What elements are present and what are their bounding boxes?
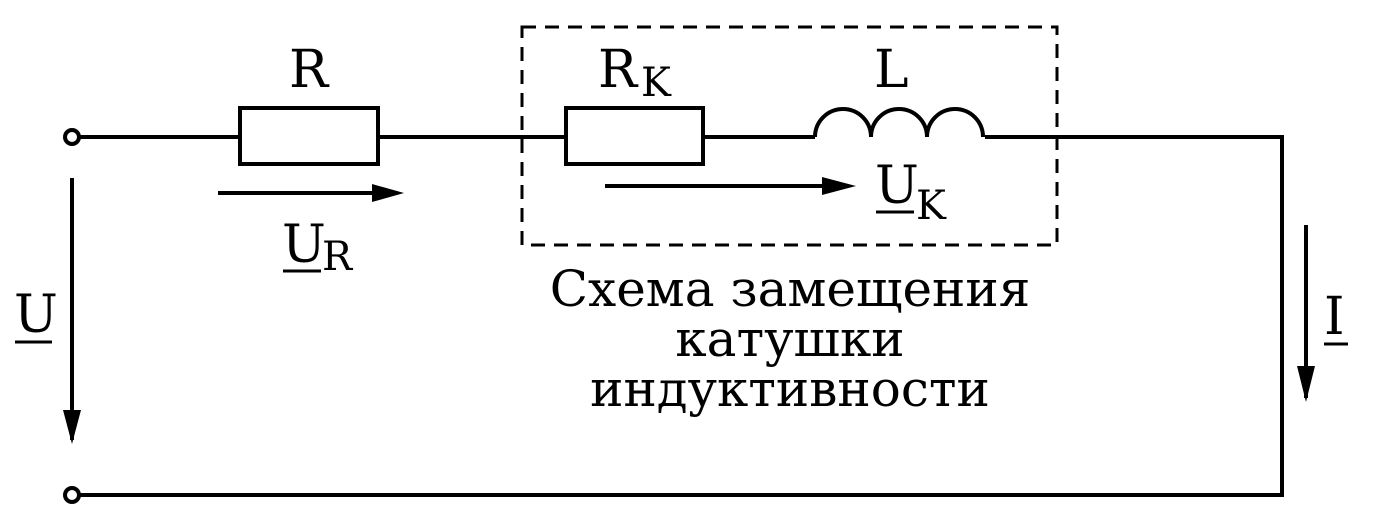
label-rk: R <box>598 40 639 100</box>
label-r: R <box>289 40 330 100</box>
resistor-rk <box>564 106 705 166</box>
label-i: I <box>1324 287 1345 347</box>
label-ur-subscript: R <box>322 234 354 280</box>
input-terminal-top <box>63 128 81 146</box>
label-u: U <box>14 285 58 345</box>
label-l: L <box>874 40 909 100</box>
label-uk-subscript: K <box>916 183 947 229</box>
caption-line-1: Схема замещения <box>550 260 1030 318</box>
i-arrow <box>1297 225 1315 402</box>
uk-arrow <box>605 177 856 195</box>
u-arrow <box>63 178 81 444</box>
label-uk: U <box>875 156 919 216</box>
label-rk-subscript: K <box>641 60 672 106</box>
caption-line-3: индуктивности <box>590 360 990 418</box>
ur-arrow <box>218 184 404 202</box>
caption-line-2: катушки <box>675 310 904 368</box>
inductor-l <box>813 107 985 138</box>
coil-equivalent-box <box>520 25 1059 247</box>
input-terminal-bottom <box>63 486 81 504</box>
right-wire <box>79 135 1284 497</box>
label-ur: U <box>282 215 326 275</box>
resistor-r <box>238 106 380 166</box>
